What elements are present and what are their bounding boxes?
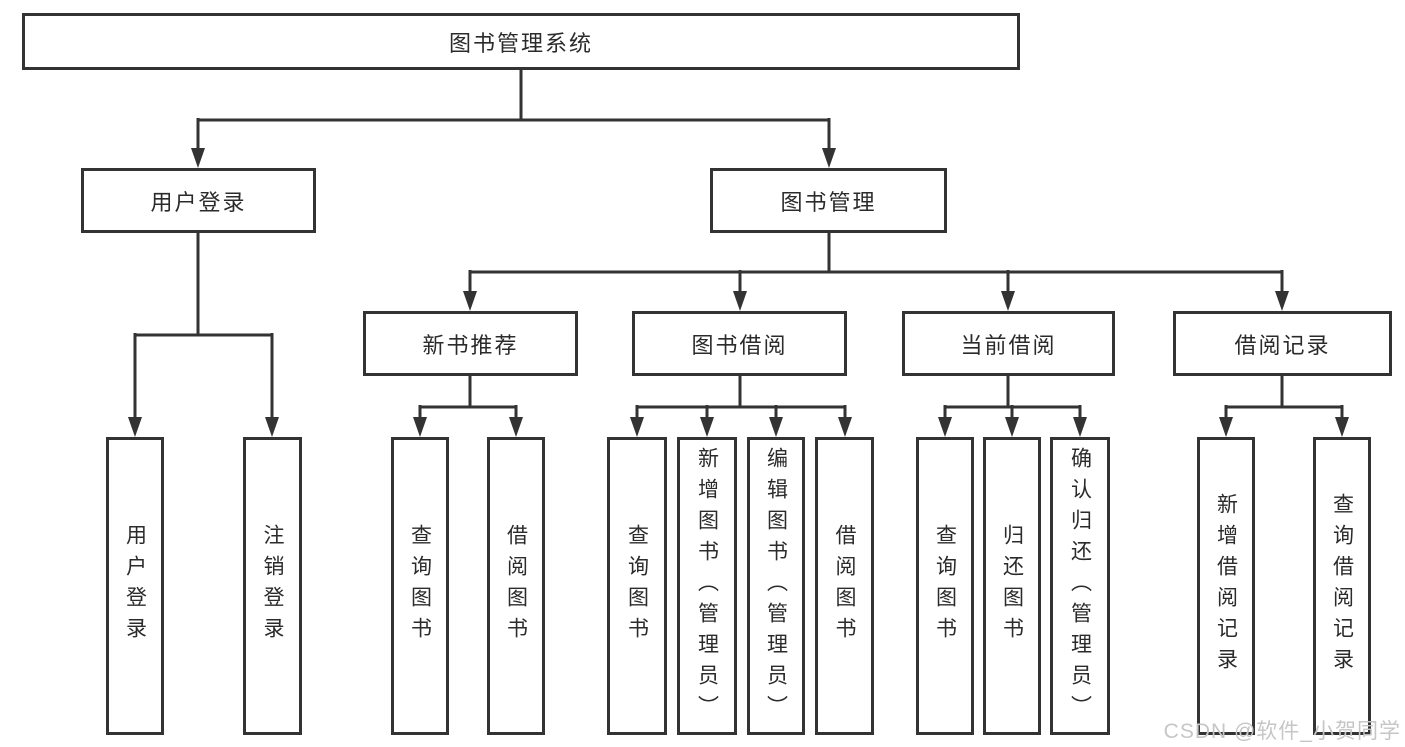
leaf-records-add: 新增借阅记录 [1197, 437, 1255, 735]
arrowhead [769, 417, 783, 437]
arrowhead [1335, 417, 1349, 437]
arrowhead [700, 417, 714, 437]
connector-new-books-branch [418, 376, 518, 419]
node-borrow-records: 借阅记录 [1173, 311, 1392, 376]
arrowhead [938, 417, 952, 437]
arrowhead [1275, 291, 1289, 311]
leaf-logout: 注销登录 [243, 437, 302, 735]
connector-book-mgmt-branch [468, 232, 1284, 293]
leaf-records-query: 查询借阅记录 [1313, 437, 1371, 735]
node-library-system-root: 图书管理系统 [22, 13, 1020, 70]
leaf-new-books-query: 查询图书 [391, 437, 449, 735]
arrowhead [191, 148, 205, 168]
leaf-current-confirm-admin: 确认归还（管理员） [1050, 437, 1110, 735]
arrowhead [1005, 417, 1019, 437]
connector-user-login-branch [133, 233, 274, 419]
connector-records-branch [1224, 376, 1344, 419]
node-user-login: 用户登录 [81, 168, 316, 233]
arrowhead [509, 417, 523, 437]
node-new-book-recommend: 新书推荐 [363, 311, 578, 376]
node-book-management: 图书管理 [710, 168, 947, 233]
arrowhead [838, 417, 852, 437]
leaf-borrowing-add-admin: 新增图书（管理员） [677, 437, 737, 735]
leaf-current-query: 查询图书 [916, 437, 974, 735]
leaf-new-books-borrow: 借阅图书 [487, 437, 545, 735]
node-current-borrowing: 当前借阅 [902, 311, 1115, 376]
connector-root-to-level2 [196, 70, 831, 150]
leaf-current-return: 归还图书 [983, 437, 1041, 735]
arrowhead [733, 291, 747, 311]
arrowhead [1073, 417, 1087, 437]
arrowhead [265, 417, 279, 437]
leaf-borrowing-borrow: 借阅图书 [815, 437, 874, 735]
arrowhead [822, 148, 836, 168]
leaf-borrowing-edit-admin: 编辑图书（管理员） [747, 437, 805, 735]
arrowhead [128, 417, 142, 437]
csdn-watermark: CSDN @软件_小贺同学 [1163, 720, 1401, 743]
arrowhead [630, 417, 644, 437]
connector-borrowing-branch [635, 376, 847, 419]
arrowhead [463, 291, 477, 311]
node-book-borrowing: 图书借阅 [632, 311, 847, 376]
leaf-borrowing-query: 查询图书 [607, 437, 667, 735]
arrowhead [1219, 417, 1233, 437]
connector-current-branch [943, 376, 1082, 419]
arrowhead [413, 417, 427, 437]
arrowhead [1001, 291, 1015, 311]
leaf-user-login: 用户登录 [106, 437, 164, 735]
